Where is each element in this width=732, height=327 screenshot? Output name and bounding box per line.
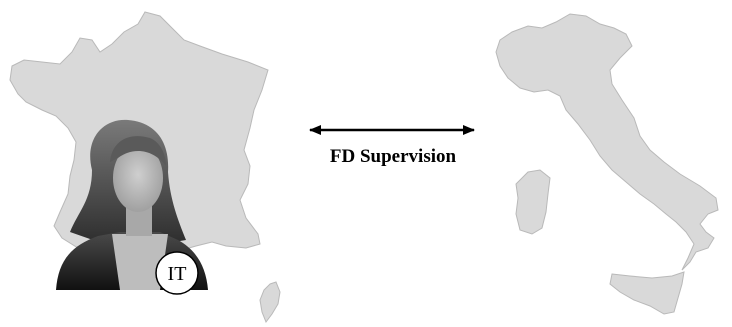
- corsica-island-icon: [259, 281, 281, 324]
- sicily-island-icon: [609, 271, 685, 315]
- it-badge-label: IT: [168, 263, 187, 285]
- sardinia-island-icon: [515, 169, 551, 235]
- it-badge: IT: [155, 251, 199, 295]
- italy-map-icon: [495, 13, 719, 271]
- connection-label: FD Supervision: [329, 146, 457, 167]
